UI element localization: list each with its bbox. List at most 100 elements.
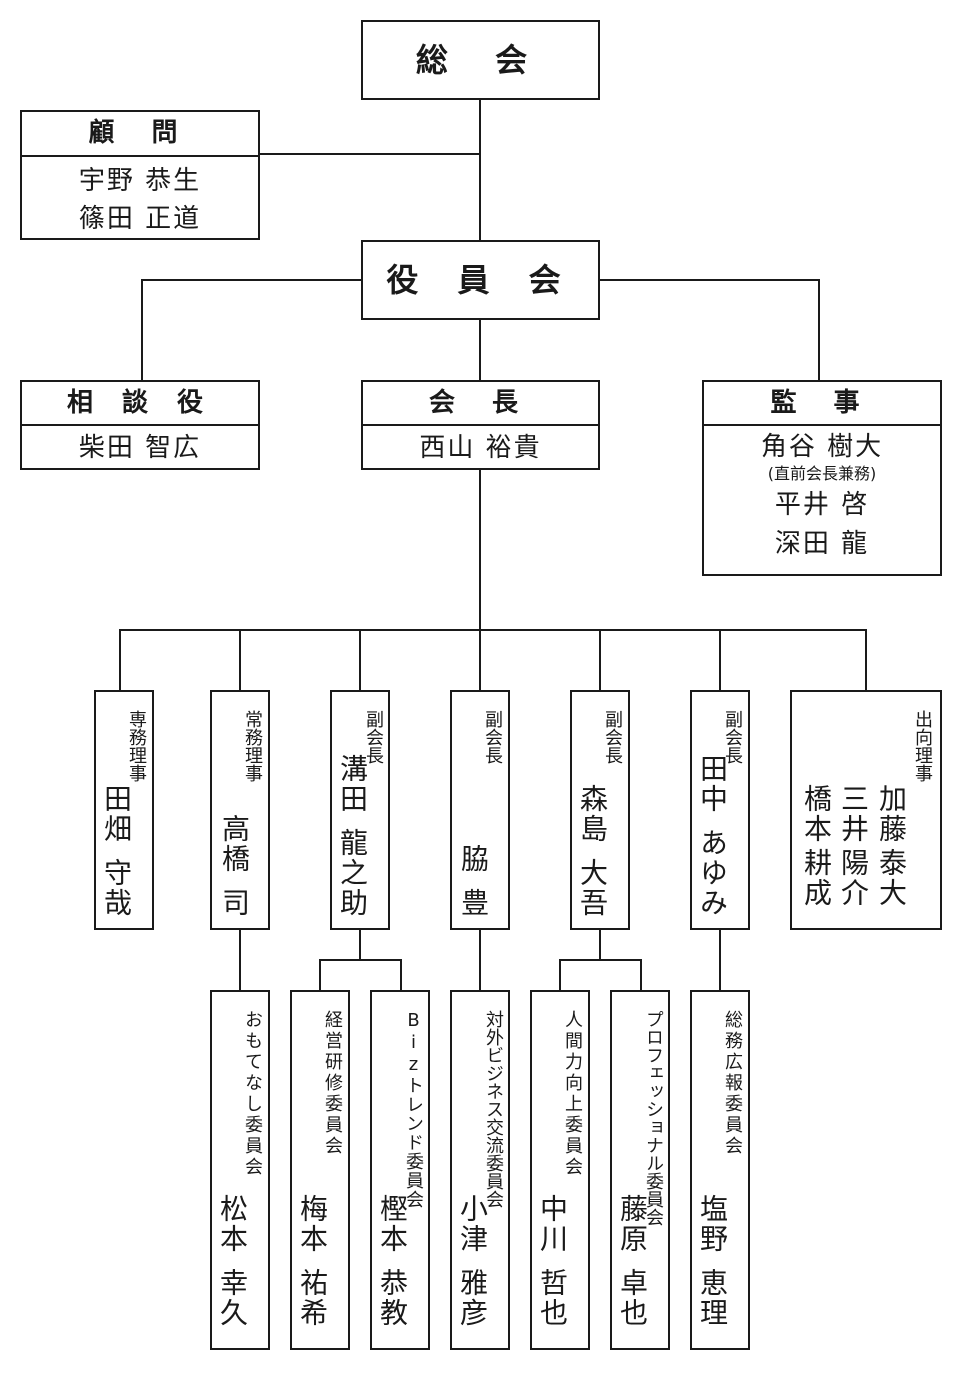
seconded-director-family: 三井 xyxy=(837,784,870,844)
seconded-director-family: 橋本 xyxy=(800,784,833,844)
auditor-note: (直前会長兼務) xyxy=(767,464,877,483)
officer-name-given: 龍之助 xyxy=(336,828,369,918)
committee-box: プロフェッショナル委員会 藤原 卓也 xyxy=(610,990,670,1350)
committee-chair-given: 恵理 xyxy=(696,1268,729,1328)
committee-chair-family: 小津 xyxy=(456,1194,489,1254)
committee-chair-given: 幸久 xyxy=(216,1268,249,1328)
committee-box: 経営研修委員会 梅本 祐希 xyxy=(290,990,350,1350)
committee-name: プロフェッショナル委員会 xyxy=(643,1010,664,1226)
officer-box: 副会長 脇 豊 xyxy=(450,690,510,930)
committee-name: Bizトレンド委員会 xyxy=(403,1010,424,1209)
committee-box: Bizトレンド委員会 樫本 恭教 xyxy=(370,990,430,1350)
committee-chair-family: 梅本 xyxy=(296,1194,329,1254)
officer-name-given: 大吾 xyxy=(576,858,609,918)
connector-president-officers xyxy=(479,468,481,630)
connector-assembly-board xyxy=(479,98,481,241)
officer-name-given: 豊 xyxy=(457,888,490,918)
general-assembly-label: 総 会 xyxy=(415,41,546,79)
officer-box: 専務理事 田畑 守哉 xyxy=(94,690,154,930)
committee-chair-family: 藤原 xyxy=(616,1194,649,1254)
connector-committee-1 xyxy=(239,928,241,992)
seconded-director-given: 陽介 xyxy=(837,848,870,908)
auditor-member: 平井 啓 xyxy=(774,490,870,520)
committee-name: 経営研修委員会 xyxy=(322,1010,343,1157)
connector-officers-bus xyxy=(119,629,867,631)
seconded-director-given: 泰大 xyxy=(875,848,908,908)
committee-box: 対外ビジネス交流委員会 小津 雅彦 xyxy=(450,990,510,1350)
committee-chair-given: 卓也 xyxy=(616,1268,649,1328)
connector-committee-6 xyxy=(640,959,642,992)
committee-chair-given: 雅彦 xyxy=(456,1268,489,1328)
committee-chair-family: 中川 xyxy=(536,1194,569,1254)
committee-chair-given: 恭教 xyxy=(376,1268,409,1328)
committee-box: おもてなし委員会 松本 幸久 xyxy=(210,990,270,1350)
officer-role: 副会長 xyxy=(722,710,743,764)
committee-box: 総務広報委員会 塩野 恵理 xyxy=(690,990,750,1350)
connector-board-left xyxy=(142,279,362,281)
general-assembly-box: 総 会 xyxy=(361,20,600,100)
officer-box: 副会長 田中 あゆみ xyxy=(690,690,750,930)
officer-name-given: 司 xyxy=(218,888,251,918)
auditor-member: 角谷 樹大 xyxy=(760,432,884,462)
auditor-member: 深田 龍 xyxy=(774,529,870,559)
committee-chair-family: 樫本 xyxy=(376,1194,409,1254)
officer-name-family: 高橋 xyxy=(218,814,251,874)
connector-officer-7 xyxy=(865,629,867,691)
connector-counselor xyxy=(141,279,143,382)
connector-officer5-split xyxy=(599,928,601,960)
officer-name-family: 森島 xyxy=(576,784,609,844)
seconded-director-given: 耕成 xyxy=(800,848,833,908)
connector-officer-4 xyxy=(479,629,481,691)
committee-name: 総務広報委員会 xyxy=(722,1010,743,1157)
advisor-title: 顧 問 xyxy=(22,112,258,157)
committee-name: 対外ビジネス交流委員会 xyxy=(483,1010,504,1208)
connector-committee-7 xyxy=(719,928,721,992)
seconded-director-family: 加藤 xyxy=(875,784,908,844)
connector-committee-2 xyxy=(319,959,321,992)
committee-name: 人間力向上委員会 xyxy=(562,1010,583,1178)
officer-role: 副会長 xyxy=(363,710,384,764)
officer-role: 専務理事 xyxy=(126,710,147,782)
president-title: 会 長 xyxy=(363,382,598,426)
connector-committee-3 xyxy=(400,959,402,992)
officer-role: 副会長 xyxy=(482,710,503,764)
officer-name-family: 田中 xyxy=(696,754,729,814)
board-box: 役 員 会 xyxy=(361,240,600,320)
committee-chair-family: 塩野 xyxy=(696,1194,729,1254)
connector-advisor xyxy=(258,153,481,155)
officer-name-given: 守哉 xyxy=(100,858,133,918)
connector-officer5-bus xyxy=(559,959,642,961)
advisor-member: 篠田 正道 xyxy=(78,204,202,234)
seconded-director-box: 出向理事 加藤 泰大 三井 陽介 橋本 耕成 xyxy=(790,690,942,930)
counselor-member: 柴田 智広 xyxy=(78,433,202,463)
advisor-member: 宇野 恭生 xyxy=(78,166,202,196)
board-label: 役 員 会 xyxy=(386,261,575,299)
connector-officer-3 xyxy=(359,629,361,691)
president-member: 西山 裕貴 xyxy=(419,433,542,463)
connector-officer3-bus xyxy=(319,959,402,961)
officer-name-given: あゆみ xyxy=(696,828,729,918)
officer-role: 常務理事 xyxy=(242,710,263,782)
advisor-box: 顧 問 宇野 恭生 篠田 正道 xyxy=(20,110,260,240)
connector-officer-6 xyxy=(719,629,721,691)
connector-auditor xyxy=(818,279,820,382)
officer-box: 副会長 溝田 龍之助 xyxy=(330,690,390,930)
officer-name-family: 田畑 xyxy=(100,784,133,844)
auditor-box: 監 事 角谷 樹大 (直前会長兼務) 平井 啓 深田 龍 xyxy=(702,380,942,576)
officer-name-family: 溝田 xyxy=(336,754,369,814)
connector-officer-1 xyxy=(119,629,121,691)
connector-officer-2 xyxy=(239,629,241,691)
officer-box: 副会長 森島 大吾 xyxy=(570,690,630,930)
connector-officer-5 xyxy=(599,629,601,691)
counselor-title: 相 談 役 xyxy=(22,382,258,426)
officer-role: 副会長 xyxy=(602,710,623,764)
committee-chair-given: 祐希 xyxy=(296,1268,329,1328)
committee-box: 人間力向上委員会 中川 哲也 xyxy=(530,990,590,1350)
officer-box: 常務理事 高橋 司 xyxy=(210,690,270,930)
officer-role: 出向理事 xyxy=(912,710,933,782)
auditor-title: 監 事 xyxy=(704,382,940,426)
connector-board-right xyxy=(598,279,820,281)
officer-name-family: 脇 xyxy=(457,844,490,874)
connector-committee-5 xyxy=(559,959,561,992)
connector-committee-4 xyxy=(479,928,481,992)
